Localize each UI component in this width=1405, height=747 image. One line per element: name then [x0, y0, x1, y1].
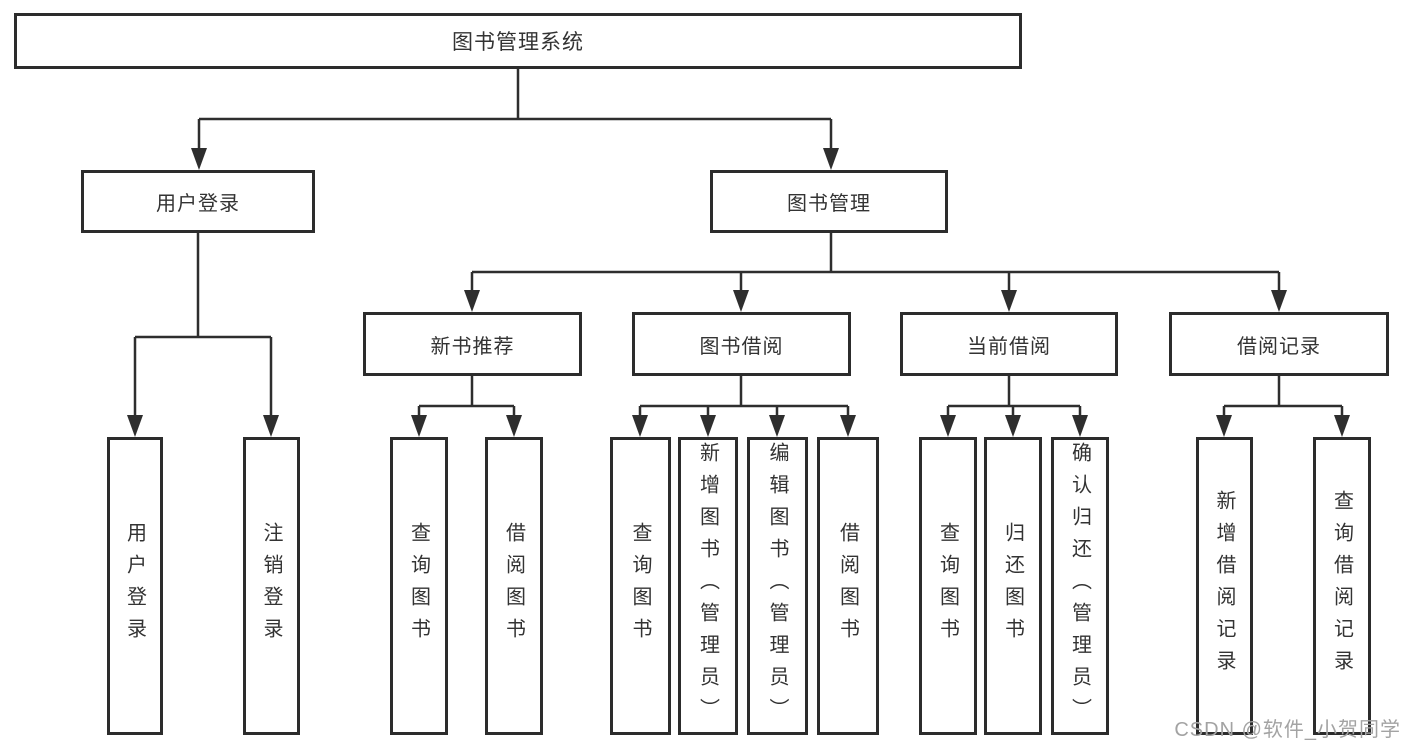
leaf-query-borrow-record: 查询借阅记录	[1313, 437, 1371, 735]
leaf-query-books-current: 查询图书	[919, 437, 977, 735]
node-current-borrow: 当前借阅	[900, 312, 1118, 376]
leaf-query-books-recommend: 查询图书	[390, 437, 448, 735]
node-root: 图书管理系统	[14, 13, 1022, 69]
node-book-management: 图书管理	[710, 170, 948, 233]
leaf-return-books: 归还图书	[984, 437, 1042, 735]
leaf-confirm-return-admin: 确认归还（管理员）	[1051, 437, 1109, 735]
leaf-logout-login: 注销登录	[243, 437, 300, 735]
leaf-edit-books-admin: 编辑图书（管理员）	[747, 437, 808, 735]
leaf-add-books-admin: 新增图书（管理员）	[678, 437, 738, 735]
leaf-borrow-books-recommend: 借阅图书	[485, 437, 543, 735]
node-book-borrow: 图书借阅	[632, 312, 851, 376]
watermark: CSDN @软件_小贺同学	[1174, 719, 1401, 741]
leaf-borrow-books: 借阅图书	[817, 437, 879, 735]
leaf-user-login: 用户登录	[107, 437, 163, 735]
node-new-book-recommend: 新书推荐	[363, 312, 582, 376]
node-borrow-record: 借阅记录	[1169, 312, 1389, 376]
leaf-add-borrow-record: 新增借阅记录	[1196, 437, 1253, 735]
leaf-query-books-borrow: 查询图书	[610, 437, 671, 735]
node-user-login: 用户登录	[81, 170, 315, 233]
